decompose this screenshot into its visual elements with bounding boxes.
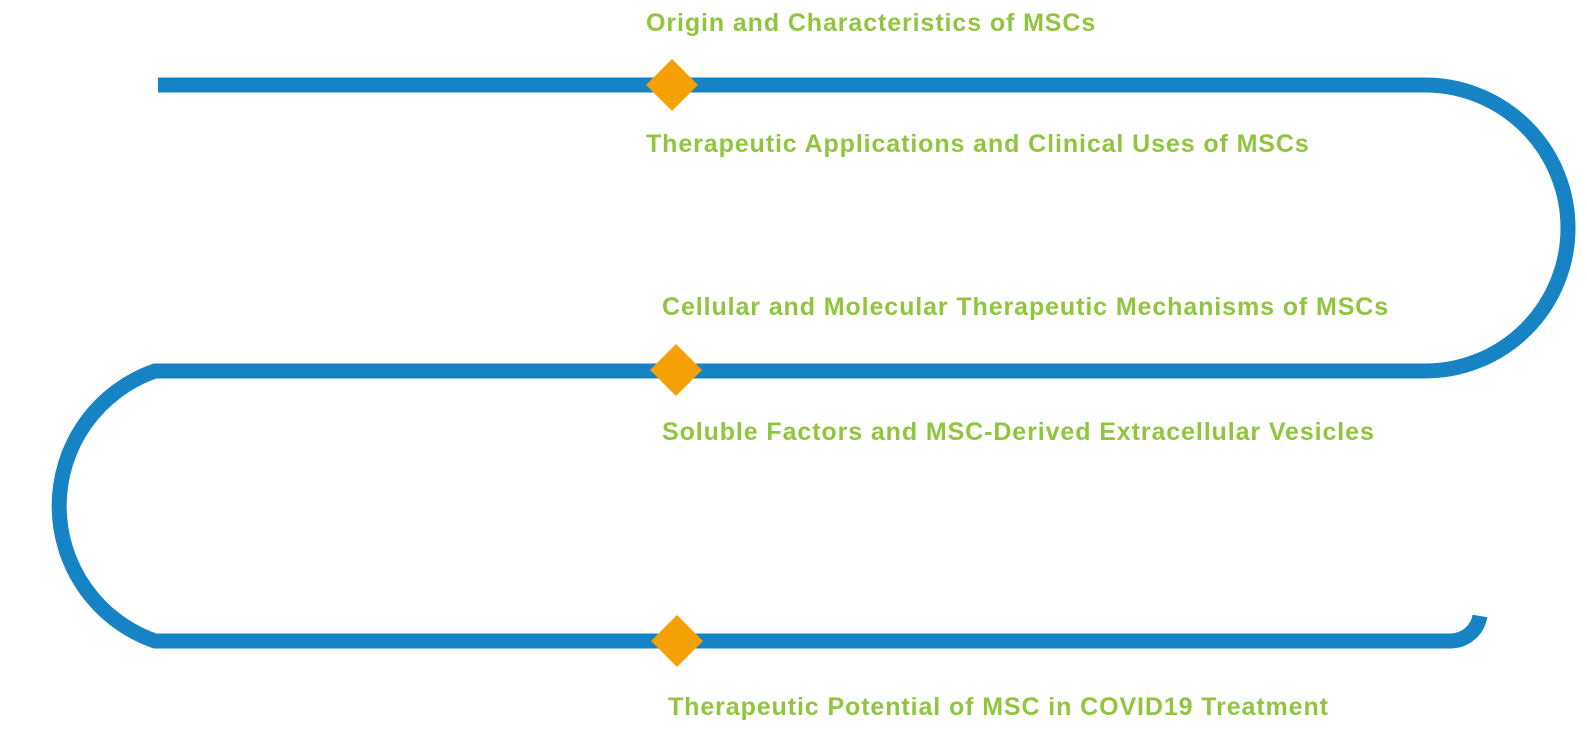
milestone-label-covid19-treatment: Therapeutic Potential of MSC in COVID19 …: [668, 693, 1329, 721]
milestone-label-origin-characteristics: Origin and Characteristics of MSCs: [646, 9, 1097, 37]
milestone-label-soluble-factors-vesicles: Soluble Factors and MSC-Derived Extracel…: [662, 418, 1375, 446]
milestone-diamond-1[interactable]: [646, 59, 698, 111]
milestone-label-therapeutic-applications: Therapeutic Applications and Clinical Us…: [646, 130, 1310, 158]
milestone-diamond-3[interactable]: [651, 615, 703, 667]
milestone-label-cellular-molecular-mechanisms: Cellular and Molecular Therapeutic Mecha…: [662, 293, 1390, 321]
milestone-diamond-2[interactable]: [650, 344, 702, 396]
serpentine-line: [51, 77, 1576, 649]
